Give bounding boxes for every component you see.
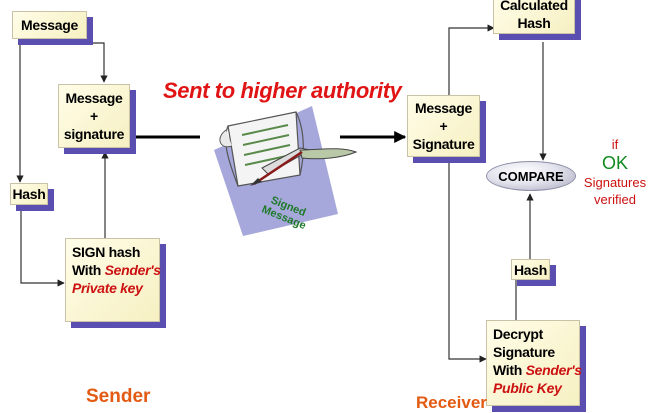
sign-hash-box: SIGN hash With Sender's Private key (65, 238, 161, 322)
msgsig-sender-line3: signature (63, 126, 125, 142)
message-source-label: Message (20, 17, 79, 33)
compare-node: COMPARE (486, 161, 576, 191)
decrypt-line3: With Sender's (493, 361, 582, 379)
sign-hash-line2: With Sender's (72, 261, 161, 279)
sign-hash-with: With (72, 262, 105, 278)
message-signature-receiver-box: Message + Signature (407, 95, 480, 157)
sign-hash-line3: Private key (72, 280, 143, 296)
verify-if: if (611, 137, 619, 152)
decrypt-with: With (493, 362, 526, 378)
hash-receiver-box: Hash (511, 259, 550, 280)
decrypt-line4: Public Key (493, 380, 562, 396)
hash-sender-box: Hash (10, 183, 48, 205)
arrow-message-to-msgsig (61, 42, 108, 83)
arrow-msgsig-to-calc (448, 24, 495, 95)
calculated-hash-line2: Hash (517, 15, 551, 31)
signed-document-icon (214, 106, 358, 236)
msgsig-receiver-line1: Message (414, 100, 473, 116)
msgsig-sender-line2: + (90, 108, 98, 124)
sender-label: Sender (86, 386, 151, 407)
verify-ok: OK (601, 153, 628, 173)
msgsig-receiver-line3: Signature (412, 136, 475, 152)
decrypt-line2: Signature (493, 344, 555, 360)
receiver-label: Receiver (416, 393, 487, 412)
decrypt-signature-box: Decrypt Signature With Sender's Public K… (486, 320, 582, 406)
sign-hash-senders: Sender's (104, 262, 161, 278)
message-signature-sender-box: Message + signature (58, 84, 130, 148)
msgsig-sender-line1: Message (65, 90, 123, 106)
calculated-hash-line1: Calculated (500, 0, 568, 13)
sign-hash-line1: SIGN hash (72, 244, 141, 260)
sent-to-authority-label: Sent to higher authority (163, 78, 402, 103)
verify-note: if OK Signatures verified (582, 136, 648, 208)
arrow-msgsig-to-decrypt (448, 156, 487, 363)
verify-verified: verified (594, 192, 636, 207)
message-source-box: Message (12, 11, 87, 39)
decrypt-line1: Decrypt (493, 326, 544, 342)
msgsig-receiver-line2: + (439, 118, 448, 134)
verify-signatures: Signatures (583, 175, 647, 190)
hash-sender-label: Hash (12, 186, 46, 202)
hash-receiver-label: Hash (513, 261, 548, 278)
calculated-hash-box: Calculated Hash (493, 0, 575, 34)
decrypt-senders: Sender's (525, 362, 582, 378)
arrow-hash-to-sign (20, 206, 65, 287)
